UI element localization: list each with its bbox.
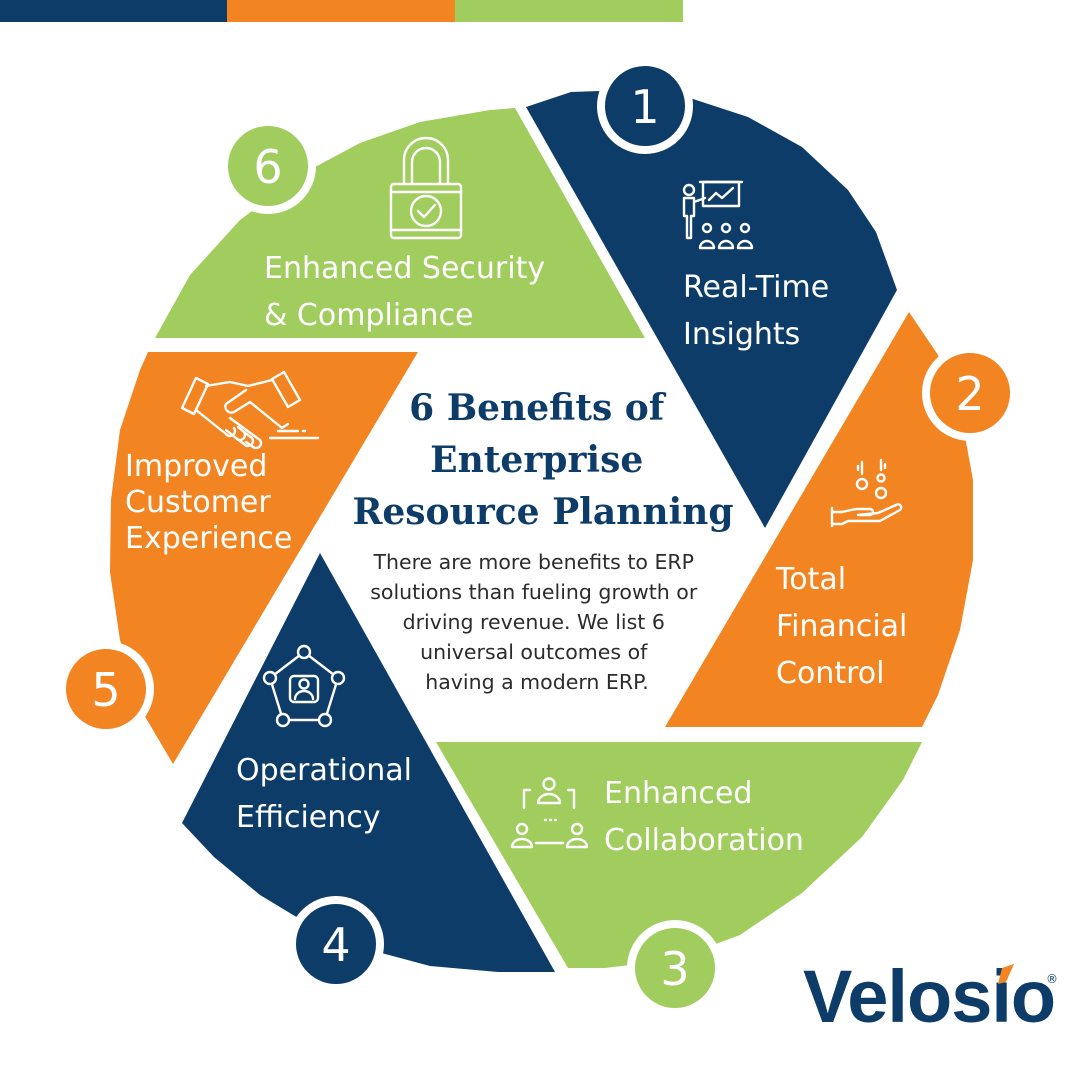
badge-3-number: 3: [660, 942, 689, 996]
logo-accent-mark: [998, 964, 1014, 984]
badge-6-number: 6: [253, 140, 282, 194]
logo-registered-mark: ®: [1046, 972, 1058, 986]
hand-coins-icon: [830, 458, 903, 528]
padlock-check-icon: [389, 136, 463, 240]
center-title: 6 Benefits of Enterprise Resource Planni…: [352, 387, 733, 533]
badge-5: 5: [58, 641, 154, 737]
presentation-audience-icon: [682, 180, 754, 250]
logo-wordmark: Velosio: [803, 955, 1055, 1038]
benefit-3-label: Enhanced Collaboration: [604, 776, 804, 858]
segment-4-operational-efficiency: [182, 553, 555, 972]
badge-5-number: 5: [91, 663, 120, 717]
badge-4-number: 4: [321, 918, 350, 972]
top-bar-navy: [0, 0, 227, 22]
segment-6-security-compliance: [155, 108, 645, 338]
top-color-bars: [0, 0, 683, 22]
velosio-logo: Velosio ®: [803, 955, 1058, 1038]
connected-user-network-icon: [262, 644, 346, 728]
badge-1: 1: [597, 58, 693, 154]
badge-1-number: 1: [630, 80, 659, 134]
badge-6: 6: [220, 118, 316, 214]
benefit-6-label: Enhanced Security & Compliance: [264, 251, 555, 333]
handshake-icon: [180, 370, 320, 450]
top-bar-orange: [227, 0, 455, 22]
badge-3: 3: [627, 920, 723, 1016]
benefit-1-label: Real-Time Insights: [683, 270, 839, 352]
badge-2-number: 2: [955, 367, 984, 421]
team-network-icon: [510, 777, 589, 849]
center-description: There are more benefits to ERP solutions…: [370, 550, 704, 694]
benefit-2-label: Total Financial Control: [775, 562, 917, 691]
top-bar-green: [455, 0, 683, 22]
benefit-4-label: Operational Efficiency: [236, 753, 422, 835]
segment-1-real-time-insights: [526, 90, 897, 528]
badge-4: 4: [288, 896, 384, 992]
badge-2: 2: [922, 345, 1018, 441]
segment-5-customer-experience: [110, 352, 418, 764]
segment-2-financial-control: [665, 312, 973, 727]
benefit-5-label: Improved Customer Experience: [125, 449, 292, 556]
